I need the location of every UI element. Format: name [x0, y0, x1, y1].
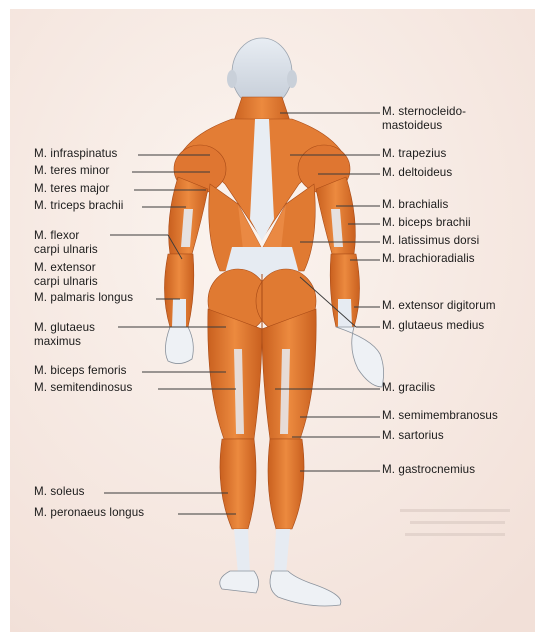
right-calf — [268, 439, 304, 529]
left-foot — [220, 571, 259, 593]
label-sternocleidomastoideus: M. sternocleido-mastoideus — [382, 105, 466, 133]
bleed-through-text — [400, 509, 510, 536]
label-glutaeus-medius: M. glutaeus medius — [382, 319, 484, 333]
label-latissimus-dorsi: M. latissimus dorsi — [382, 234, 479, 248]
label-soleus: M. soleus — [34, 485, 85, 499]
label-brachioradialis: M. brachioradialis — [382, 252, 475, 266]
label-palmaris-longus: M. palmaris longus — [34, 291, 133, 305]
label-semimembranosus: M. semimembranosus — [382, 409, 498, 423]
label-sartorius: M. sartorius — [382, 429, 444, 443]
label-teres-major: M. teres major — [34, 182, 110, 196]
label-biceps-brachii: M. biceps brachii — [382, 216, 471, 230]
label-biceps-femoris: M. biceps femoris — [34, 364, 127, 378]
left-calf — [220, 439, 256, 529]
left-hand — [165, 327, 193, 364]
label-triceps-brachii: M. triceps brachii — [34, 199, 123, 213]
label-brachialis: M. brachialis — [382, 198, 448, 212]
label-extensor-digitorum: M. extensor digitorum — [382, 299, 496, 313]
label-semitendinosus: M. semitendinosus — [34, 381, 132, 395]
label-trapezius: M. trapezius — [382, 147, 446, 161]
right-hand — [336, 327, 384, 387]
label-deltoideus: M. deltoideus — [382, 166, 452, 180]
right-foot — [270, 571, 341, 606]
label-gracilis: M. gracilis — [382, 381, 435, 395]
label-peronaeus-longus: M. peronaeus longus — [34, 506, 144, 520]
label-infraspinatus: M. infraspinatus — [34, 147, 117, 161]
label-teres-minor: M. teres minor — [34, 164, 110, 178]
label-gastrocnemius: M. gastrocnemius — [382, 463, 475, 477]
anatomy-page: M. sternocleido-mastoideus M. trapezius … — [10, 9, 535, 632]
